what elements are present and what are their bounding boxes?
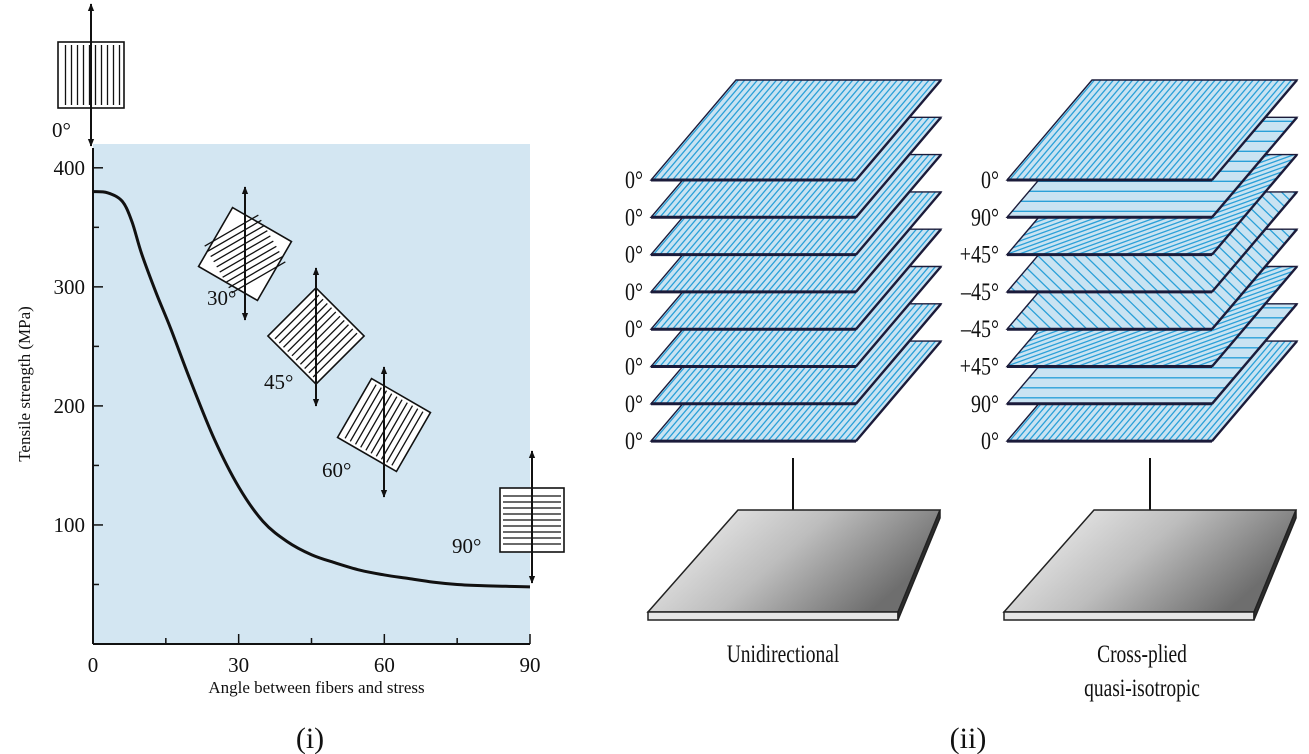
caption-i: (i) [296,722,324,754]
unidirectional-laminate-plate [646,509,942,621]
ply-label: –45° [960,278,999,306]
ply-label: 0° [981,427,999,455]
sample-0deg-label: 0° [52,118,71,142]
ply-label: –45° [960,315,999,343]
ply-label: 90° [971,390,999,418]
y-tick-label: 400 [54,156,86,180]
ply-label: +45° [960,241,999,269]
ply-label: 0° [625,427,643,455]
y-axis-label: Tensile strength (MPa) [15,306,34,462]
unidirectional-ply-stack: 0° 0° 0° 0° 0° 0° 0° 0° [625,79,943,455]
ply-label: 90° [971,203,999,231]
sample-45deg-label: 45° [264,370,293,394]
cross-plied-laminate-plate [1002,509,1298,621]
sample-60deg-label: 60° [322,458,351,482]
ply-label: 0° [625,166,643,194]
sample-90deg [499,450,565,584]
x-tick-label: 90 [520,653,541,677]
x-tick-label: 30 [228,653,249,677]
ply-label: 0° [625,390,643,418]
sample-90deg-label: 90° [452,534,481,558]
ply-label: 0° [625,278,643,306]
ply-label: +45° [960,352,999,380]
sample-0deg [57,3,125,147]
unidirectional-caption: Unidirectional [727,640,840,668]
plot-area [93,144,530,644]
x-tick-label: 0 [88,653,99,677]
cross-plied-ply-stack: 0° 90° +45° –45° –45° +45° 90° 0° [960,79,1299,455]
ply-label: 0° [625,241,643,269]
ply-label: 0° [625,203,643,231]
x-tick-label: 60 [374,653,395,677]
cross-plied-caption-line2: quasi-isotropic [1084,674,1200,702]
ply-label: 0° [625,352,643,380]
ply-sheet [1005,79,1299,182]
ply-label: 0° [981,166,999,194]
caption-ii: (ii) [950,722,987,754]
sample-30deg-label: 30° [207,286,236,310]
y-tick-label: 100 [54,513,86,537]
y-tick-label: 200 [54,394,86,418]
y-tick-label: 300 [54,275,86,299]
ply-sheet [649,79,943,182]
ply-label: 0° [625,315,643,343]
x-axis-label: Angle between fibers and stress [208,678,424,697]
cross-plied-caption-line1: Cross-plied [1097,640,1187,668]
strength-curve [92,190,531,589]
panel-ii: 0° 0° 0° 0° 0° 0° 0° 0° 0° 90° +45° –45° –45° +45° 90… [625,79,1299,754]
